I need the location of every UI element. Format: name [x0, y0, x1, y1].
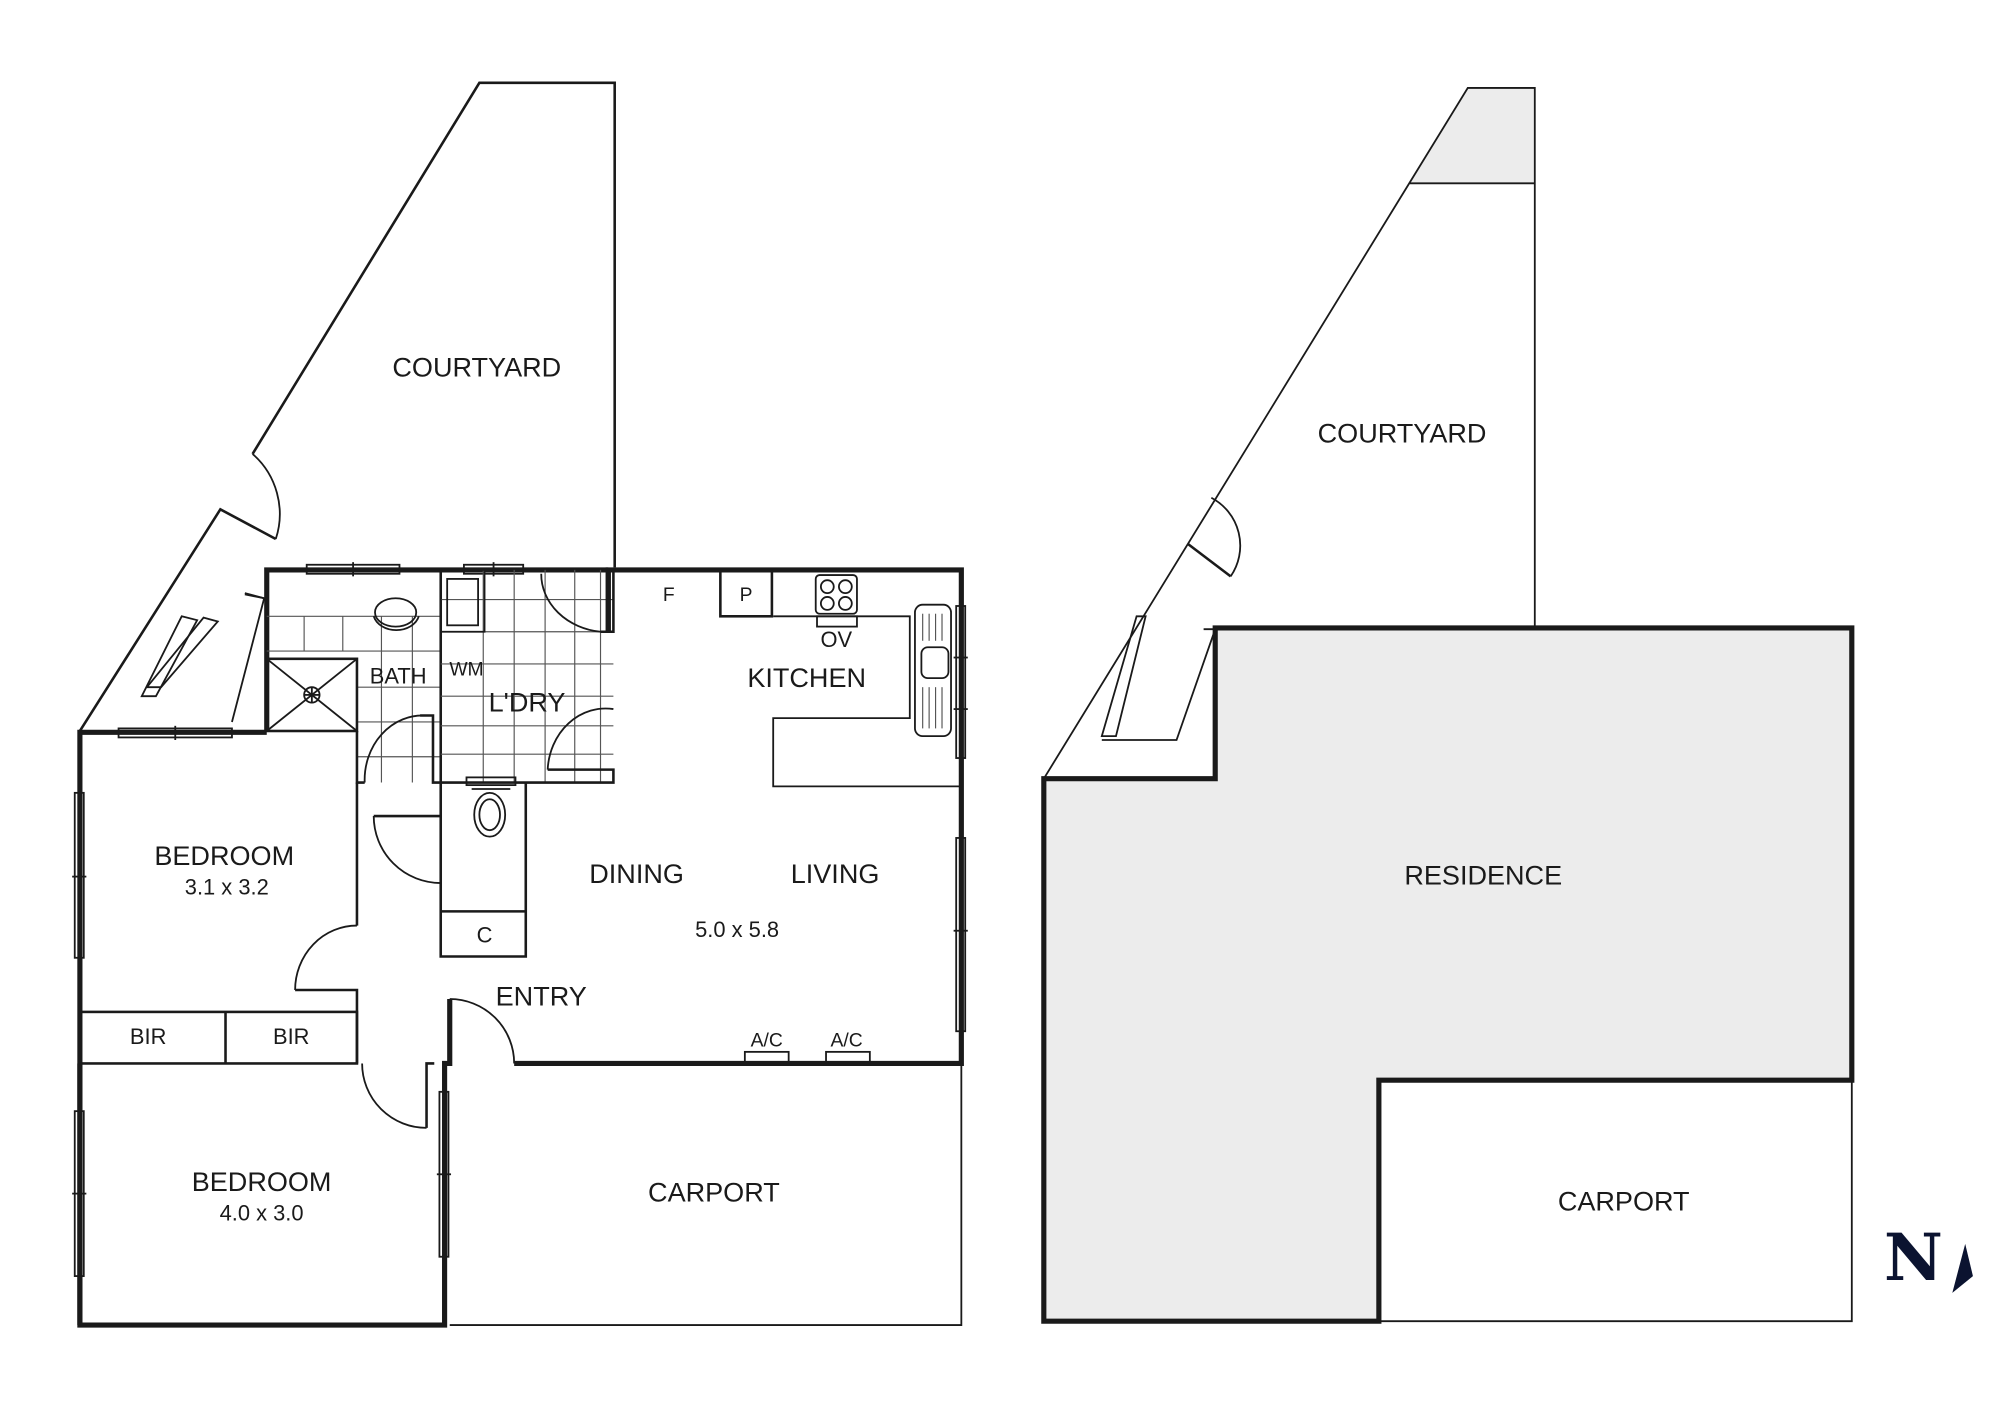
label-kitchen: KITCHEN [747, 663, 866, 693]
toilet-icon [473, 791, 507, 838]
bath-door-swing [363, 714, 426, 783]
side-path [140, 615, 199, 698]
label-bir1: BIR [130, 1024, 167, 1049]
label-bir2: BIR [273, 1024, 310, 1049]
courtyard-shaded-area [1409, 87, 1535, 184]
site-plan: COURTYARD RESIDENCE CARPORT [1041, 87, 1855, 1324]
label-bedroom2: BEDROOM [192, 1167, 332, 1197]
bath-tiles [266, 615, 441, 783]
north-compass: N [1884, 1221, 1973, 1296]
site-label-courtyard: COURTYARD [1318, 418, 1487, 448]
wc-door-swing [372, 816, 441, 884]
laundry-door-swing [546, 707, 614, 770]
side-path-edge [231, 592, 266, 723]
pantry [719, 568, 774, 618]
site-gate [1187, 543, 1232, 578]
laundry-back-door-swing [540, 573, 601, 633]
wc-wall [439, 782, 528, 958]
north-letter: N [1884, 1221, 1943, 1296]
site-gate-swing [1210, 496, 1242, 577]
label-ac1: A/C [751, 1031, 783, 1052]
kitchen-window [953, 605, 968, 759]
entry-door-swing [449, 998, 516, 1064]
label-bedroom1: BEDROOM [154, 841, 294, 871]
ac-unit-2 [825, 1050, 871, 1064]
bath-door-frame [420, 714, 441, 784]
shower-icon [265, 657, 359, 733]
floor-plan: COURTYARD BATH WM L'DRY KITCHEN F P OV B… [72, 81, 968, 1328]
ac-unit-1 [743, 1050, 790, 1064]
bed2-door-jamb [425, 1062, 435, 1128]
site-side-path [1101, 628, 1217, 741]
label-cupboard: C [477, 922, 493, 947]
courtyard-gate [78, 507, 277, 732]
basin-icon [374, 597, 418, 628]
toilet-seat [478, 798, 501, 832]
label-dining: DINING [589, 859, 684, 889]
laundry-trough [439, 569, 486, 633]
laundry-trough-basin [446, 578, 479, 627]
bed1-door-swing [294, 924, 357, 991]
bed2-door-swing [361, 1063, 427, 1129]
label-bath: BATH [370, 663, 427, 688]
site-label-residence: RESIDENCE [1404, 860, 1562, 890]
vanity-recess [372, 615, 420, 632]
site-label-carport: CARPORT [1558, 1186, 1690, 1216]
kitchen-bench [772, 615, 962, 788]
living-outer-wall [514, 567, 964, 1067]
carport-boundary [449, 1063, 963, 1326]
bir-block [78, 1010, 359, 1065]
label-living-size: 5.0 x 5.8 [695, 917, 779, 942]
sink-icon [914, 603, 952, 738]
cooktop-icon [814, 574, 858, 628]
label-ac2: A/C [831, 1031, 863, 1052]
site-courtyard-boundary [1043, 87, 1536, 780]
residence-area [1043, 627, 1852, 1322]
label-pantry: P [740, 585, 753, 606]
courtyard-boundary [251, 81, 616, 568]
living-window [953, 837, 968, 1033]
label-entry: ENTRY [496, 981, 587, 1011]
bedroom1-top-window [117, 725, 233, 741]
label-bedroom1-size: 3.1 x 3.2 [185, 875, 269, 900]
bath-window [305, 562, 401, 577]
bed1-door-stop [295, 988, 359, 1012]
bedroom1-side-window [72, 791, 87, 959]
laundry-door-stop [600, 569, 615, 634]
label-carport: CARPORT [648, 1177, 780, 1207]
label-bedroom2-size: 4.0 x 3.0 [220, 1201, 304, 1226]
site-carport-boundary [1378, 1080, 1853, 1323]
house-left-upper-wall [77, 729, 267, 1326]
side-planter [145, 616, 220, 689]
courtyard-gate-swing [251, 453, 281, 540]
bedroom2-carport-window [436, 1090, 452, 1258]
north-arrow-icon [1952, 1243, 1973, 1293]
site-side-planter [1100, 615, 1147, 738]
label-oven: OV [821, 627, 853, 652]
label-courtyard: COURTYARD [392, 353, 561, 383]
wc-window [465, 776, 517, 790]
bedroom2-side-window [72, 1110, 87, 1277]
label-wm: WM [449, 660, 483, 681]
label-fridge: F [663, 585, 675, 606]
label-living: LIVING [791, 859, 880, 889]
label-laundry: L'DRY [489, 688, 566, 718]
